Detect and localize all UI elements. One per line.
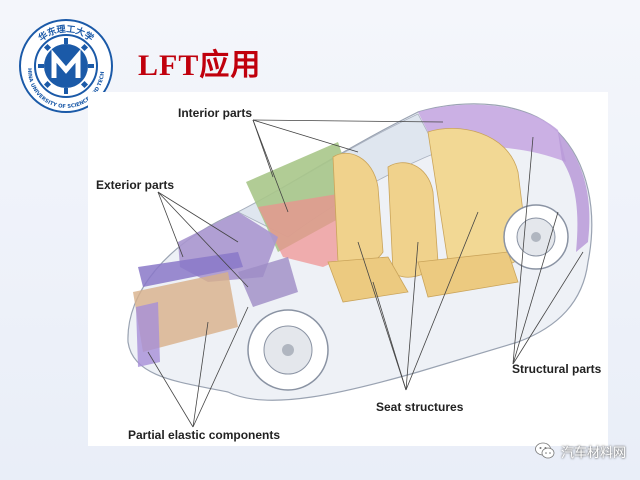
label-interior-parts: Interior parts: [178, 106, 253, 120]
front-crash-box: [136, 302, 160, 367]
car-illustration: [127, 103, 593, 428]
label-exterior-parts: Exterior parts: [96, 178, 175, 192]
label-elastic-components: Partial elastic components: [128, 428, 281, 442]
seat-cushion-rear: [417, 251, 519, 298]
seat-cushion-front: [327, 256, 409, 303]
front-bumper-beam: [138, 252, 243, 287]
engine-bay-part: [133, 272, 238, 352]
front-seat-right: [387, 162, 439, 278]
fender-part: [238, 257, 298, 307]
rear-wheel: [503, 204, 569, 270]
car-figure: Interior parts Exterior parts Structural…: [88, 92, 608, 446]
label-structural-parts: Structural parts: [512, 362, 602, 376]
front-wheel: [247, 309, 329, 391]
label-seat-structures: Seat structures: [376, 400, 464, 414]
watermark-text: 汽车材料网: [560, 445, 626, 461]
slide-title: LFT应用: [138, 49, 262, 82]
rear-pillar-structure: [558, 132, 590, 252]
leader-lines: [147, 119, 584, 428]
wechat-icon: [535, 442, 555, 459]
watermark: 汽车材料网: [535, 440, 626, 462]
